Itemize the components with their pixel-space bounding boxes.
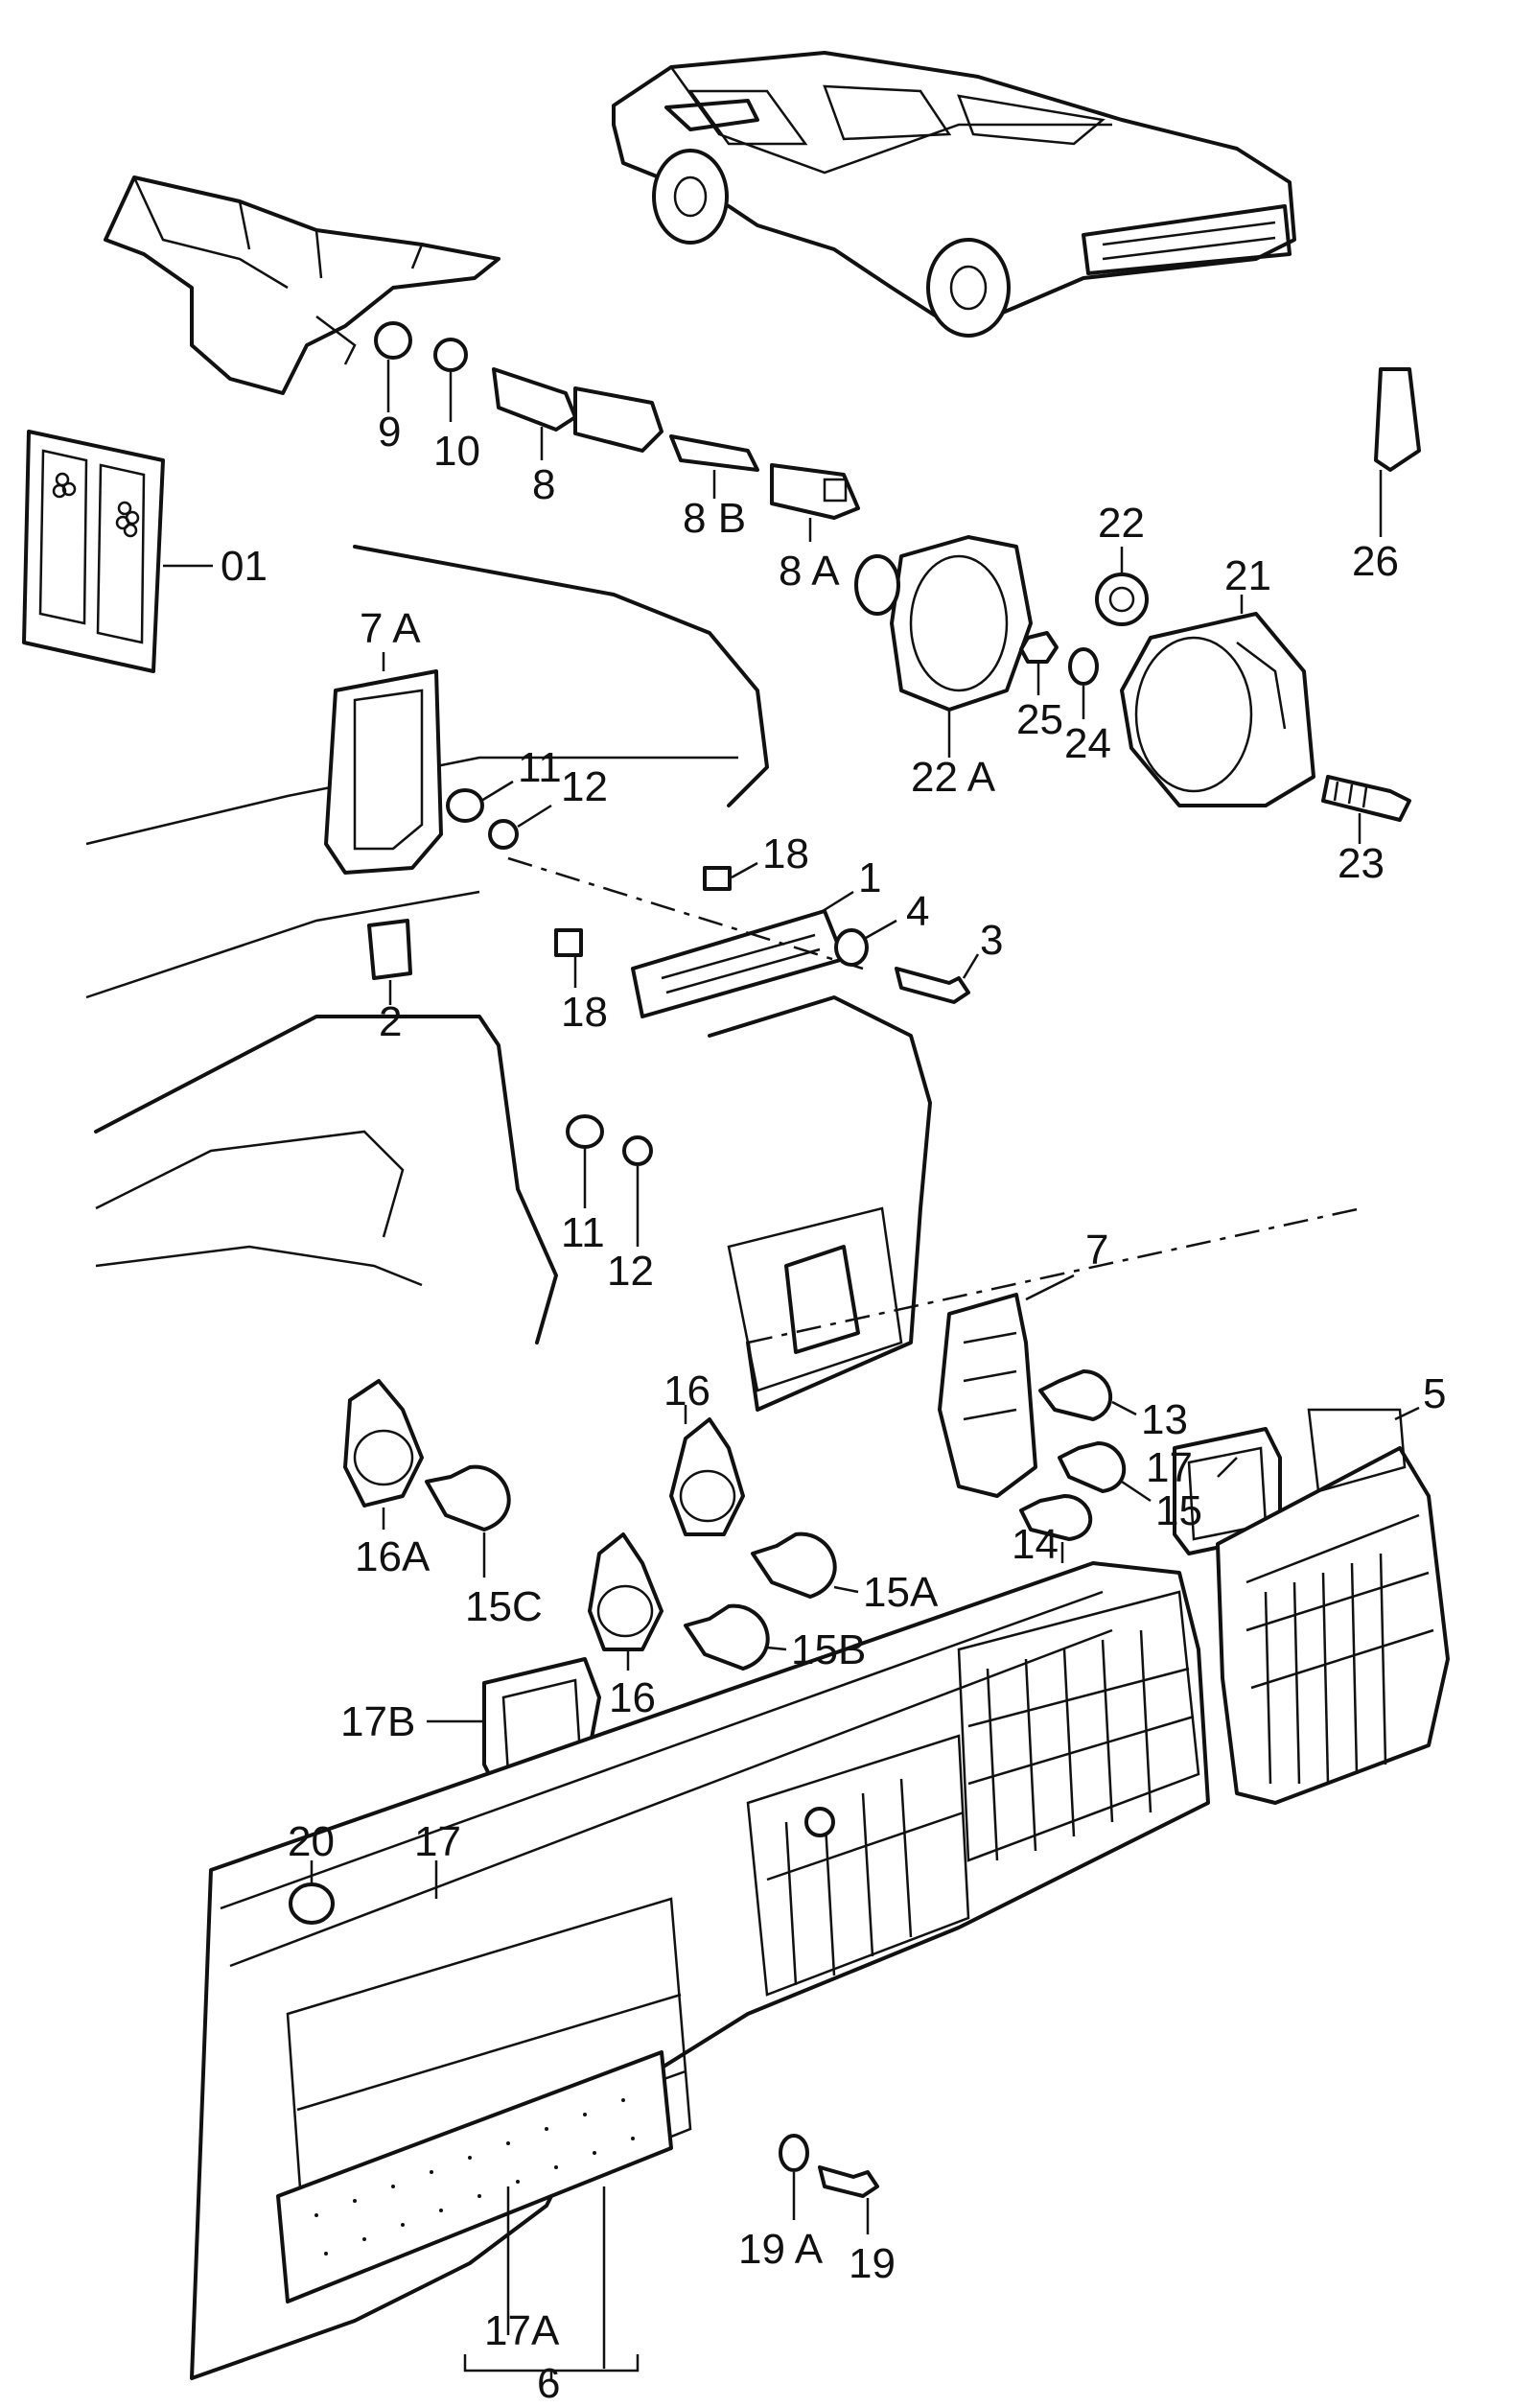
bulb-14	[1019, 1494, 1093, 1563]
callout-22: 22	[1098, 500, 1145, 547]
lamp-housing-21	[1120, 595, 1315, 807]
clip-26	[1374, 367, 1421, 537]
callout-24: 24	[1064, 720, 1111, 767]
callout-7: 7	[1085, 1227, 1108, 1274]
washer-19a	[779, 2134, 809, 2220]
callout-1: 1	[858, 854, 881, 901]
bracket-7a	[324, 652, 443, 875]
washer-12-upper	[488, 804, 552, 850]
screw-3	[895, 953, 980, 1004]
clip-18-lower	[554, 928, 583, 988]
callout-16-upper: 16	[663, 1368, 710, 1414]
bulb-holder-16-lower	[588, 1532, 663, 1671]
callout-14: 14	[1012, 1521, 1059, 1568]
callout-19: 19	[849, 2240, 896, 2287]
callout-5: 5	[1423, 1370, 1446, 1417]
car-illustration	[612, 51, 1296, 338]
callout-15b: 15B	[791, 1626, 866, 1673]
nut-25	[1019, 631, 1059, 695]
callout-16-lower: 16	[609, 1674, 656, 1721]
callout-6: 6	[537, 2360, 560, 2403]
bulb-holder-16a	[343, 1379, 424, 1530]
bulb-15a	[751, 1531, 859, 1599]
washer-12-lower	[622, 1135, 653, 1247]
clip-20	[289, 1860, 335, 1925]
callout-11-lower: 11	[561, 1209, 605, 1256]
piece-2	[367, 919, 412, 1005]
callout-17b: 17B	[340, 1698, 415, 1745]
bulb-15b	[684, 1603, 787, 1671]
connector-parts-row	[374, 321, 860, 542]
nut-11-lower	[566, 1114, 604, 1208]
callout-7a: 7 A	[360, 605, 421, 652]
washer-24	[1068, 647, 1099, 719]
bracket-group-6	[463, 2186, 640, 2380]
bulb-holder-16-upper	[669, 1405, 745, 1536]
trunk-floor-bracket	[104, 175, 500, 395]
bulb-holder-7	[938, 1274, 1075, 1498]
callout-21: 21	[1224, 552, 1271, 599]
callout-17-right: 17	[1146, 1444, 1193, 1491]
bolt-23	[1321, 775, 1411, 844]
callout-11-upper: 11	[518, 744, 562, 791]
callout-26: 26	[1352, 538, 1399, 585]
callout-20: 20	[288, 1818, 335, 1865]
callout-10: 10	[433, 428, 480, 475]
washer-4	[834, 919, 897, 967]
clip-18-upper	[703, 861, 758, 891]
callout-3: 3	[980, 917, 1003, 964]
callout-17a: 17A	[484, 2307, 560, 2354]
nut-11-upper	[446, 780, 514, 823]
bulb-15c	[425, 1464, 511, 1578]
part-sticker-01	[22, 430, 213, 673]
dotted-trim-panel	[276, 2050, 673, 2303]
trunk-lid-outline	[85, 545, 769, 1344]
callout-01: 01	[221, 543, 268, 590]
callout-8: 8	[532, 461, 555, 508]
callout-2: 2	[379, 998, 402, 1045]
lens-5	[1216, 1406, 1450, 1805]
callout-13: 13	[1141, 1396, 1188, 1443]
callout-15: 15	[1155, 1487, 1202, 1534]
callout-8a: 8 A	[779, 548, 840, 595]
rear-panel-section	[708, 995, 1362, 1412]
bulb-15	[1058, 1441, 1152, 1503]
callout-9: 9	[378, 409, 401, 456]
callout-16a: 16A	[355, 1533, 431, 1580]
callout-23: 23	[1338, 840, 1385, 887]
callout-4: 4	[906, 888, 929, 935]
callout-labels: 01 9 10 8 8 B 8 A 22 21 26 25 24 22 A 23…	[221, 409, 1446, 2407]
grommet-22	[1095, 547, 1149, 626]
lamp-carrier-1	[631, 890, 854, 1018]
callout-18-upper: 18	[762, 830, 809, 877]
callout-15c: 15C	[465, 1583, 543, 1630]
callout-18-lower: 18	[561, 989, 608, 1036]
callout-19a: 19 A	[738, 2226, 824, 2273]
callout-12-upper: 12	[561, 763, 608, 810]
callout-8b: 8 B	[683, 495, 746, 542]
screw-19	[818, 2165, 879, 2234]
callout-12-lower: 12	[607, 1248, 654, 1295]
callout-22a: 22 A	[911, 754, 996, 801]
rear-lamp-unit-22a	[854, 535, 1033, 758]
callout-17-lower: 17	[414, 1818, 461, 1865]
callout-15a: 15A	[863, 1569, 939, 1616]
callout-25: 25	[1016, 696, 1063, 743]
bulb-13	[1038, 1369, 1137, 1421]
